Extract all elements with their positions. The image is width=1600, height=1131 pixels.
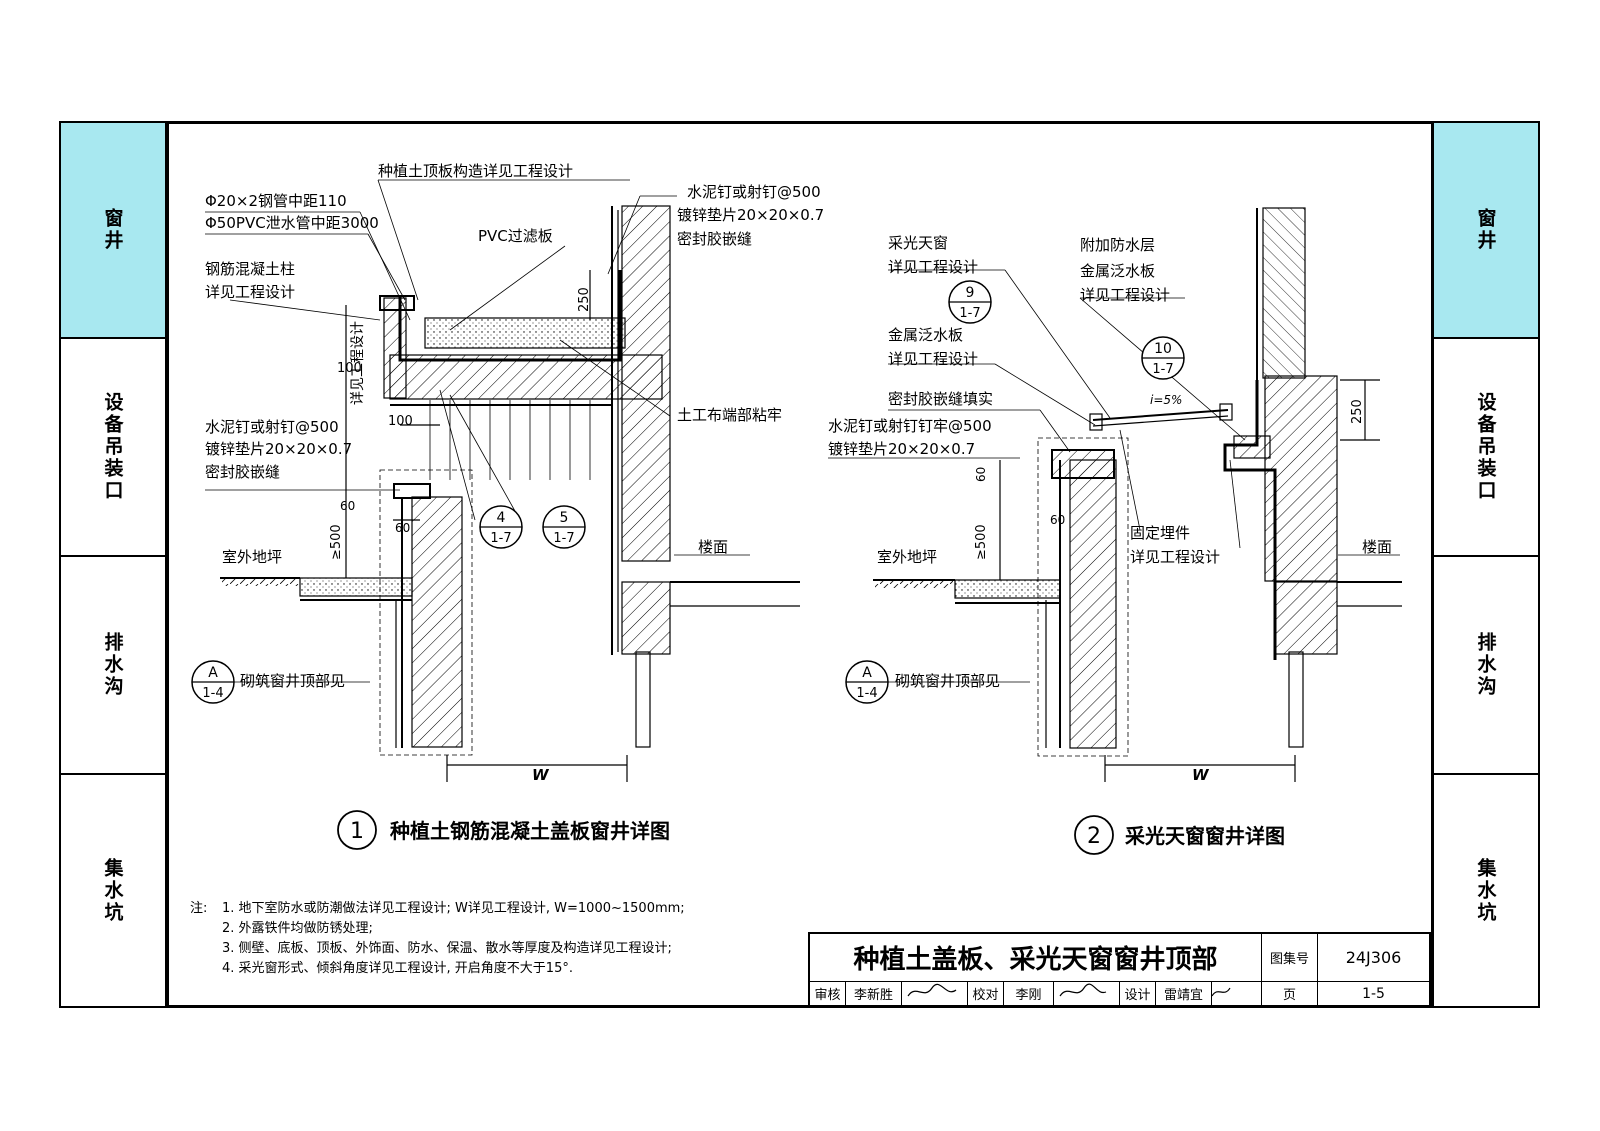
label-metal-flash-right: 金属泛水板	[1080, 262, 1155, 280]
drawing-frame	[166, 121, 1434, 1008]
label-washer-left: 镀锌垫片20×20×0.7	[205, 440, 352, 458]
dim-60-c: 60	[974, 467, 988, 482]
label-slope: i=5%	[1150, 393, 1182, 407]
checker-signature	[1054, 982, 1120, 1005]
detail2-section	[828, 207, 1402, 782]
label-floor-1: 楼面	[698, 538, 728, 556]
dim-500-2: ≥500	[974, 524, 989, 560]
dim-100-a: 100	[337, 361, 362, 376]
svg-text:1-4: 1-4	[856, 686, 877, 701]
ref-10-1-7[interactable]: 10 1-7	[1141, 336, 1185, 380]
notes-prefix: 注:	[190, 901, 208, 916]
svg-text:1-7: 1-7	[490, 531, 511, 546]
svg-text:1-7: 1-7	[1152, 362, 1173, 377]
reviewer-name: 李新胜	[846, 982, 902, 1005]
label-width-1: W	[532, 766, 550, 784]
svg-text:5: 5	[560, 510, 569, 526]
atlas-label: 图集号	[1262, 934, 1318, 982]
svg-text:种植土钢筋混凝土盖板窗井详图: 种植土钢筋混凝土盖板窗井详图	[389, 819, 670, 843]
svg-text:10: 10	[1154, 341, 1172, 357]
label-sealant-left: 密封胶嵌缝	[205, 463, 280, 481]
label-nail-right: 水泥钉或射钉@500	[687, 183, 821, 201]
page-number: 1-5	[1362, 985, 1385, 1002]
label-rc-column-2: 详见工程设计	[205, 283, 295, 301]
detail1-title: 1 种植土钢筋混凝土盖板窗井详图	[337, 810, 670, 850]
label-washer-right: 镀锌垫片20×20×0.7	[677, 206, 824, 224]
designer-name: 雷靖宜	[1156, 982, 1212, 1005]
label-embed-2: 详见工程设计	[1130, 548, 1220, 566]
svg-text:1: 1	[350, 819, 364, 844]
dim-60-b: 60	[395, 521, 410, 535]
label-masonry-1: 砌筑窗井顶部见	[240, 672, 345, 690]
atlas-number: 24J306	[1318, 934, 1429, 982]
title-block: 种植土盖板、采光天窗窗井顶部 图集号 24J306 审核 李新胜 校对 李刚 设…	[808, 932, 1431, 1007]
label-skylight-2: 详见工程设计	[888, 258, 978, 276]
ref-a-1-4-detail1[interactable]: A 1-4	[191, 660, 235, 704]
svg-text:A: A	[208, 665, 218, 681]
dim-250-1: 250	[577, 287, 592, 312]
svg-text:1-7: 1-7	[959, 306, 980, 321]
svg-text:1-7: 1-7	[553, 531, 574, 546]
review-label: 审核	[810, 982, 846, 1005]
label-pvc-pipe: Φ50PVC泄水管中距3000	[205, 214, 379, 232]
ref-a-1-4-detail2[interactable]: A 1-4	[845, 660, 889, 704]
label-washer-2: 镀锌垫片20×20×0.7	[828, 440, 975, 458]
label-ground-1: 室外地坪	[222, 548, 282, 566]
note-2: 2. 外露铁件均做防锈处理;	[222, 921, 373, 936]
label-top-slab: 种植土顶板构造详见工程设计	[378, 162, 573, 180]
label-rc-column: 钢筋混凝土柱	[205, 260, 295, 278]
label-metal-flash-left: 金属泛水板	[888, 326, 963, 344]
label-embed: 固定埋件	[1130, 524, 1190, 542]
svg-text:采光天窗窗井详图: 采光天窗窗井详图	[1125, 824, 1285, 848]
label-width-2: W	[1192, 766, 1210, 784]
dim-60-a: 60	[340, 499, 355, 513]
dim-100-b: 100	[388, 414, 413, 429]
label-add-waterproof: 附加防水层	[1080, 236, 1155, 254]
svg-text:4: 4	[497, 510, 506, 526]
label-metal-flash-right-2: 详见工程设计	[1080, 286, 1170, 304]
ref-9-1-7[interactable]: 9 1-7	[948, 280, 992, 324]
label-floor-2: 楼面	[1362, 538, 1392, 556]
title-block-title: 种植土盖板、采光天窗窗井顶部	[810, 934, 1262, 982]
check-label: 校对	[968, 982, 1004, 1005]
svg-text:2: 2	[1087, 824, 1101, 849]
designer-signature	[1212, 982, 1262, 1005]
page-label: 页	[1262, 982, 1318, 1005]
reviewer-signature	[902, 982, 968, 1005]
label-sealant-right: 密封胶嵌缝	[677, 230, 752, 248]
svg-text:1-4: 1-4	[202, 686, 223, 701]
detail1-section	[205, 179, 800, 782]
signature-strokes	[907, 983, 1231, 997]
design-label: 设计	[1120, 982, 1156, 1005]
note-1: 1. 地下室防水或防潮做法详见工程设计; W详见工程设计, W=1000~150…	[222, 901, 685, 916]
label-steel-pipe: Φ20×2钢管中距110	[205, 192, 347, 210]
svg-text:9: 9	[966, 285, 975, 301]
label-geotextile: 土工布端部粘牢	[677, 406, 782, 424]
label-nail-2: 水泥钉或射钉钉牢@500	[828, 417, 992, 435]
dim-500-1: ≥500	[329, 524, 344, 560]
label-masonry-2: 砌筑窗井顶部见	[895, 672, 1000, 690]
label-design-vertical: 详见工程设计	[350, 321, 366, 405]
label-pvc-filter: PVC过滤板	[478, 227, 553, 245]
note-3: 3. 侧壁、底板、顶板、外饰面、防水、保温、散水等厚度及构造详见工程设计;	[222, 941, 672, 956]
label-ground-2: 室外地坪	[877, 548, 937, 566]
label-nail-left: 水泥钉或射钉@500	[205, 418, 339, 436]
checker-name: 李刚	[1004, 982, 1054, 1005]
detail2-title: 2 采光天窗窗井详图	[1074, 815, 1285, 855]
label-sealant-fill: 密封胶嵌缝填实	[888, 390, 993, 408]
dim-60-d: 60	[1050, 513, 1065, 527]
right-tab-window-well[interactable]: 窗井	[1432, 121, 1540, 339]
note-4: 4. 采光窗形式、倾斜角度详见工程设计, 开启角度不大于15°.	[222, 961, 573, 976]
dim-250-2: 250	[1350, 399, 1365, 424]
svg-text:A: A	[862, 665, 872, 681]
label-metal-flash-left-2: 详见工程设计	[888, 350, 978, 368]
label-skylight: 采光天窗	[888, 234, 948, 252]
ref-4-1-7[interactable]: 4 1-7	[479, 505, 523, 549]
left-tab-window-well[interactable]: 窗井	[59, 121, 167, 339]
ref-5-1-7[interactable]: 5 1-7	[542, 505, 586, 549]
